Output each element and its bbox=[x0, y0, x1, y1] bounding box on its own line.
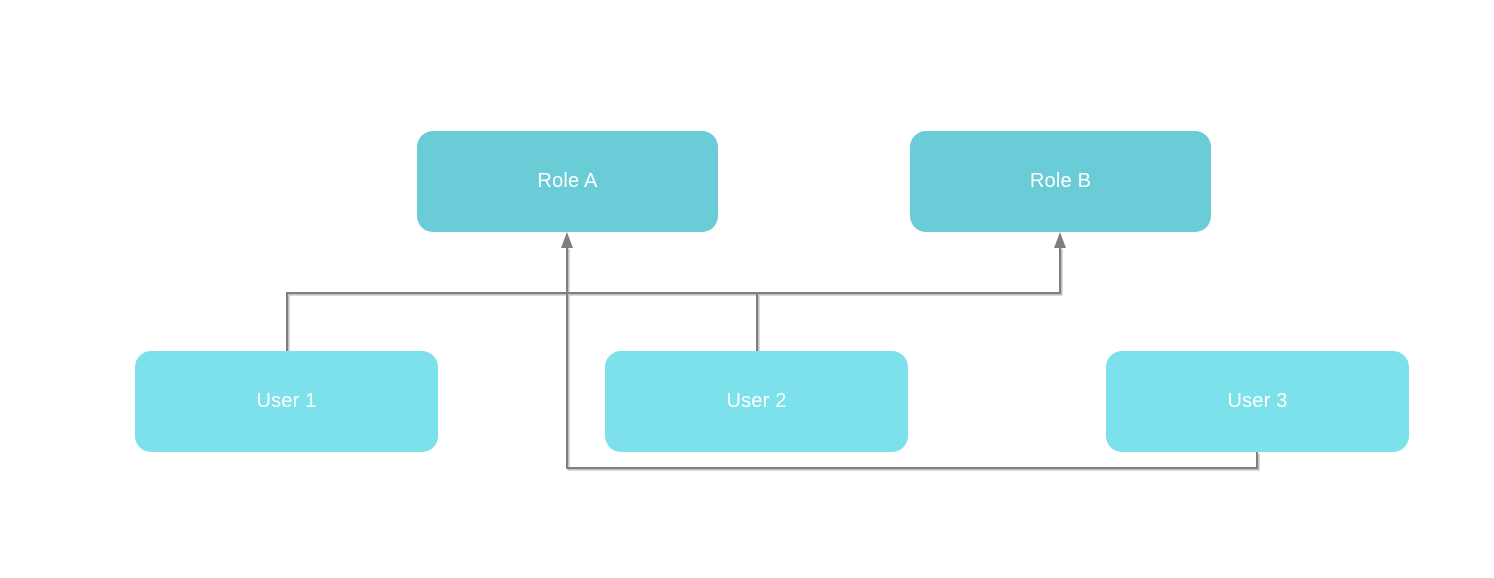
node-role-a-label: Role A bbox=[537, 170, 598, 192]
node-user-3[interactable]: User 3 bbox=[1106, 351, 1409, 452]
node-user-2[interactable]: User 2 bbox=[605, 351, 908, 452]
node-role-a[interactable]: Role A bbox=[417, 131, 718, 232]
node-user-2-label: User 2 bbox=[726, 390, 787, 412]
arrowhead-into-role-a-icon bbox=[561, 232, 573, 248]
connector-shadows bbox=[287, 248, 1260, 471]
node-user-1[interactable]: User 1 bbox=[135, 351, 438, 452]
connector-user3-to-rolea[interactable] bbox=[566, 247, 1258, 469]
node-role-b[interactable]: Role B bbox=[910, 131, 1211, 232]
connector-user1-to-roleb[interactable] bbox=[286, 247, 1061, 351]
node-user-1-label: User 1 bbox=[256, 390, 317, 412]
node-user-3-label: User 3 bbox=[1227, 390, 1288, 412]
node-role-b-label: Role B bbox=[1029, 170, 1092, 192]
arrowhead-into-role-b-icon bbox=[1054, 232, 1066, 248]
